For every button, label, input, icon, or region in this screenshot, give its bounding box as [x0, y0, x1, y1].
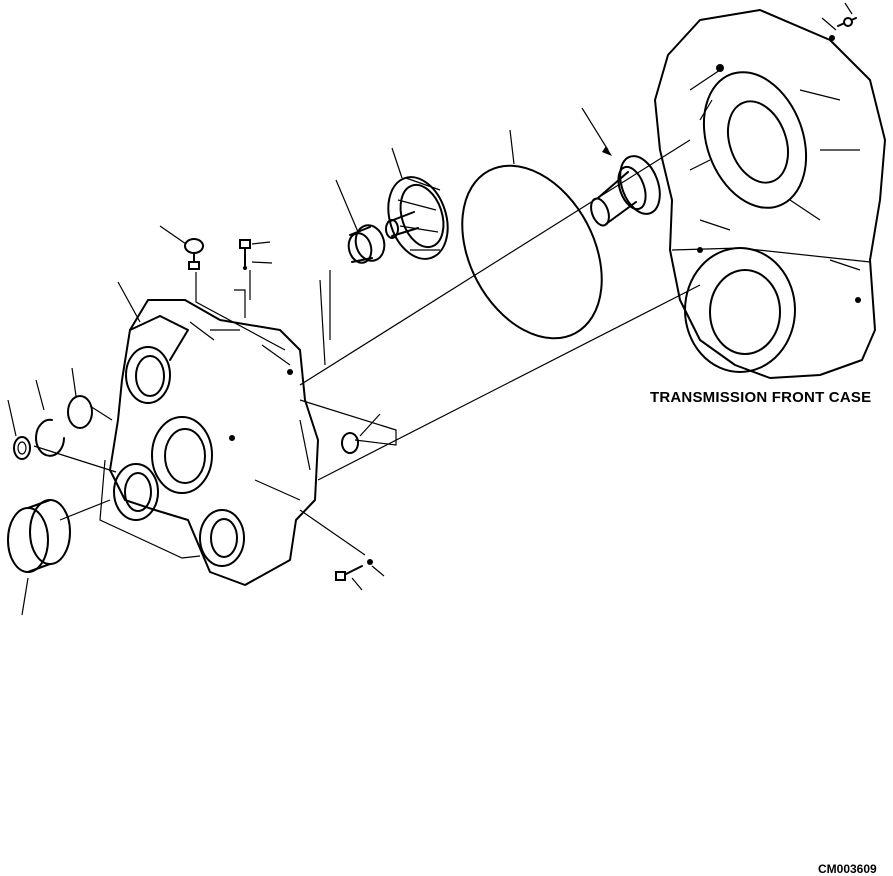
gear: [385, 147, 449, 260]
transmission-front-case: [654, 9, 886, 379]
case-bolt: [821, 2, 857, 41]
transmission-rear-case: [109, 281, 319, 586]
bearing: [335, 179, 386, 264]
oil-seal: [13, 436, 31, 460]
figure-code: CM003609: [818, 862, 877, 876]
top-bolt: [239, 239, 273, 270]
sleeve: [7, 499, 71, 616]
snap-ring: [35, 418, 65, 457]
retaining-ring: [67, 395, 93, 429]
eye-bolt: [159, 225, 204, 270]
front-case-label: TRANSMISSION FRONT CASE: [650, 389, 872, 406]
assembly-guide-lines: [33, 139, 701, 559]
large-o-ring: [461, 164, 603, 340]
small-o-ring: [341, 432, 359, 454]
bottom-bolt: [335, 559, 385, 591]
flanged-shaft: [581, 107, 661, 227]
